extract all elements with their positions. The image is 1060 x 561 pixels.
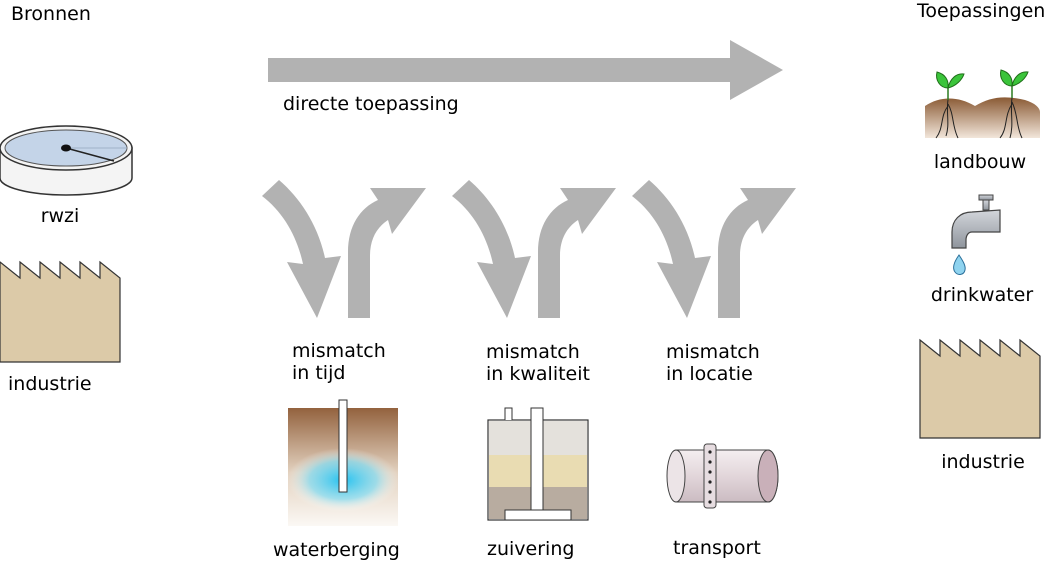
agriculture-icon — [925, 69, 1040, 139]
down-arrow — [452, 180, 531, 318]
rwzi-tank-icon — [0, 125, 133, 196]
up-arrow — [538, 188, 616, 318]
pipe-icon — [666, 443, 779, 509]
water-storage-label: waterberging — [273, 539, 400, 561]
purification-label: zuivering — [487, 538, 575, 560]
rwzi-label: rwzi — [40, 205, 80, 227]
down-arrow — [262, 180, 341, 318]
sources-header: Bronnen — [11, 3, 91, 25]
direct-application-label: directe toepassing — [283, 93, 459, 115]
tap-icon — [951, 194, 1001, 275]
up-arrow — [718, 188, 796, 318]
mismatch-location-label: mismatch in locatie — [666, 341, 760, 385]
purification-icon — [487, 407, 589, 521]
down-arrow — [632, 180, 711, 318]
up-arrow — [348, 188, 426, 318]
source-factory-icon — [0, 260, 121, 363]
direct-arrow — [268, 40, 783, 100]
agriculture-label: landbouw — [933, 151, 1027, 173]
water-storage-icon — [287, 399, 399, 526]
mismatch-arrows-location — [632, 180, 796, 318]
mismatch-arrows-time — [262, 180, 426, 318]
application-factory-icon — [919, 338, 1041, 439]
mismatch-quality-label: mismatch in kwaliteit — [486, 341, 590, 385]
transport-label: transport — [673, 537, 761, 559]
mismatch-time-label: mismatch in tijd — [292, 340, 386, 384]
drinking-water-label: drinkwater — [930, 284, 1034, 306]
application-industry-label: industrie — [941, 451, 1025, 473]
mismatch-arrows-quality — [452, 180, 616, 318]
source-industry-label: industrie — [8, 373, 92, 395]
applications-header: Toepassingen — [917, 0, 1046, 22]
